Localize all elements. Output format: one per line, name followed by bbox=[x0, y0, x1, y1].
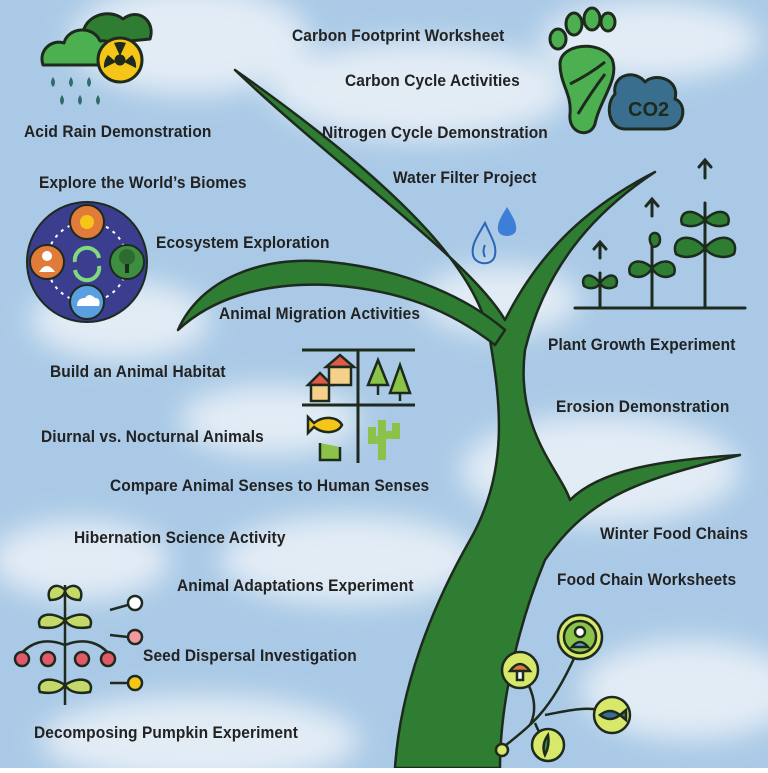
label-carbon-cycle-activities[interactable]: Carbon Cycle Activities bbox=[345, 72, 520, 91]
label-animal-migration-activities[interactable]: Animal Migration Activities bbox=[219, 305, 421, 324]
water-droplets-icon bbox=[465, 205, 525, 270]
label-explore-biomes[interactable]: Explore the World’s Biomes bbox=[39, 174, 247, 193]
food-chain-network-icon bbox=[490, 605, 650, 765]
co2-text: CO2 bbox=[628, 99, 669, 121]
label-compare-animal-senses[interactable]: Compare Animal Senses to Human Senses bbox=[110, 477, 430, 496]
label-food-chain-worksheets[interactable]: Food Chain Worksheets bbox=[557, 571, 737, 590]
label-hibernation-science-activity[interactable]: Hibernation Science Activity bbox=[74, 529, 286, 548]
label-water-filter-project[interactable]: Water Filter Project bbox=[393, 169, 537, 188]
label-animal-adaptations-experiment[interactable]: Animal Adaptations Experiment bbox=[177, 577, 414, 596]
ecosystem-cycle-icon bbox=[25, 200, 150, 325]
plant-growth-stages-icon bbox=[570, 158, 750, 313]
label-winter-food-chains[interactable]: Winter Food Chains bbox=[600, 525, 749, 544]
label-nitrogen-cycle-demonstration[interactable]: Nitrogen Cycle Demonstration bbox=[322, 124, 548, 143]
habitat-grid-icon bbox=[300, 345, 418, 465]
label-seed-dispersal-investigation[interactable]: Seed Dispersal Investigation bbox=[143, 647, 357, 666]
label-acid-rain-demonstration[interactable]: Acid Rain Demonstration bbox=[24, 123, 212, 142]
cloud-radiation-rain-icon bbox=[38, 5, 158, 115]
label-build-animal-habitat[interactable]: Build an Animal Habitat bbox=[50, 363, 226, 382]
label-ecosystem-exploration[interactable]: Ecosystem Exploration bbox=[156, 234, 330, 253]
leaf-footprint-co2-icon: CO2 bbox=[540, 4, 690, 144]
label-plant-growth-experiment[interactable]: Plant Growth Experiment bbox=[548, 336, 736, 355]
label-erosion-demonstration[interactable]: Erosion Demonstration bbox=[556, 398, 730, 417]
seed-dispersal-plant-icon bbox=[10, 575, 160, 710]
label-decomposing-pumpkin-experiment[interactable]: Decomposing Pumpkin Experiment bbox=[34, 724, 298, 743]
label-diurnal-vs-nocturnal[interactable]: Diurnal vs. Nocturnal Animals bbox=[41, 428, 264, 447]
label-carbon-footprint-worksheet[interactable]: Carbon Footprint Worksheet bbox=[292, 27, 505, 46]
